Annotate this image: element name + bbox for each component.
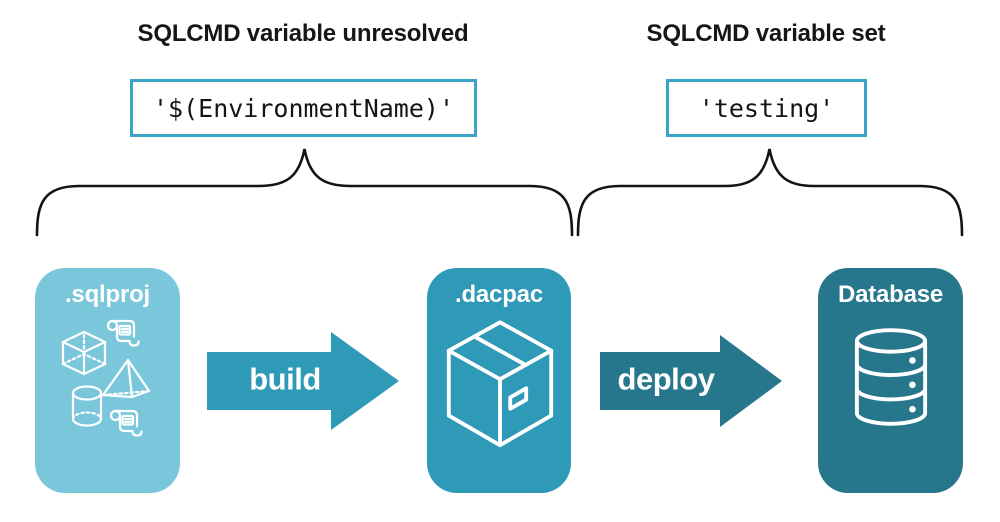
stage-label-database: Database [837, 281, 944, 308]
code-value-set: 'testing' [698, 93, 835, 123]
database-cylinder-icon [854, 328, 928, 426]
stage-card-sqlproj: .sqlproj [35, 268, 180, 493]
stage-label-sqlproj: .sqlproj [64, 281, 151, 308]
cylinder-icon [71, 385, 103, 427]
code-box-set: 'testing' [666, 79, 867, 137]
deploy-arrow-label: deploy [617, 361, 715, 397]
build-arrow: build [207, 332, 399, 430]
scroll-icon [109, 409, 143, 437]
heading-sqlcmd-unresolved: SQLCMD variable unresolved [137, 20, 469, 47]
curly-brace-right [576, 148, 964, 237]
deploy-arrow: deploy [600, 335, 782, 427]
stage-card-database: Database [818, 268, 963, 493]
scroll-icon [106, 319, 140, 347]
cube-icon [61, 330, 107, 376]
deploy-arrow-shape [600, 335, 782, 427]
heading-sqlcmd-set: SQLCMD variable set [646, 20, 886, 47]
build-arrow-label: build [249, 361, 321, 397]
stage-label-dacpac: .dacpac [455, 281, 543, 308]
code-value-unresolved: '$(EnvironmentName)' [152, 93, 455, 123]
package-box-icon [446, 320, 554, 448]
sql-objects-icons [61, 319, 151, 437]
build-arrow-shape [207, 332, 399, 430]
pyramid-icon [101, 358, 151, 399]
code-box-unresolved: '$(EnvironmentName)' [130, 79, 477, 137]
curly-brace-left [35, 148, 574, 237]
stage-card-dacpac: .dacpac [427, 268, 571, 493]
